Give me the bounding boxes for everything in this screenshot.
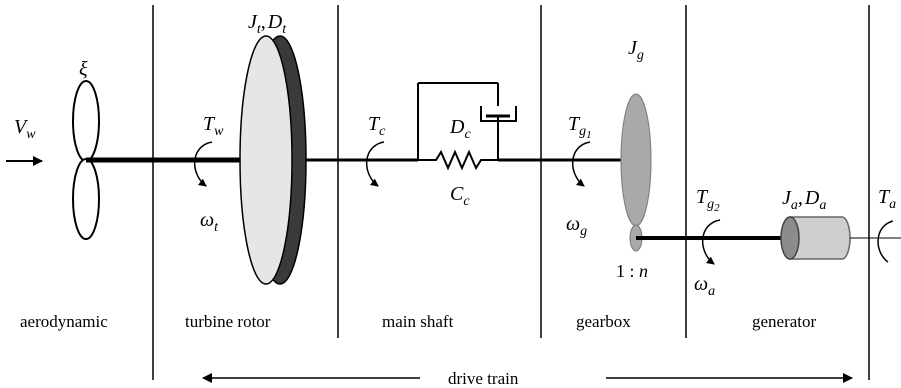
gear-inertia-label: Jg [628, 37, 644, 63]
torque-arrow-icon [877, 220, 894, 263]
shaft-torque-label: Tc [368, 113, 386, 139]
generator-inertia-damping-label: Ja,Da [782, 187, 826, 213]
large-gear [620, 93, 652, 227]
generator-speed-label: ωa [694, 273, 715, 299]
torque-arrow-icon [701, 219, 721, 265]
gear-output-torque-label: Tg2 [696, 186, 720, 214]
section-label-turbine-rotor: turbine rotor [185, 312, 271, 331]
xi-label: ξ [79, 58, 88, 80]
coupling-stiffness-label: Cc [450, 183, 470, 209]
section-dividers [152, 5, 870, 380]
gear-input-torque-label: Tg1 [568, 113, 592, 141]
rotor-inertia-damping-label: Jt,Dt [248, 11, 287, 37]
torque-arrow-icon [365, 141, 385, 187]
spring-icon [418, 149, 498, 171]
wind-speed-label: Vw [14, 116, 36, 142]
rotor-blades-icon [72, 80, 100, 240]
section-label-aerodynamic: aerodynamic [20, 312, 108, 331]
torque-arrow-icon [571, 141, 591, 187]
spring-damper-coupling [417, 82, 517, 171]
section-label-main-shaft: main shaft [382, 312, 454, 331]
wind-torque-label: Tw [203, 113, 224, 139]
torque-arrow-icon [193, 141, 213, 187]
generator-torque-label: Ta [878, 186, 896, 212]
disk-face [239, 35, 293, 285]
turbine-rotor-disk [239, 35, 307, 285]
gear-speed-label: ωg [566, 213, 587, 239]
rotor-speed-label: ωt [200, 209, 219, 235]
coupling-damping-label: Dc [449, 116, 471, 142]
gear-ratio-label: 1 : n [616, 261, 648, 281]
section-label-gearbox: gearbox [576, 312, 631, 331]
generator-cylinder [780, 216, 851, 260]
section-label-generator: generator [752, 312, 817, 331]
drive-train-label: drive train [448, 369, 519, 388]
